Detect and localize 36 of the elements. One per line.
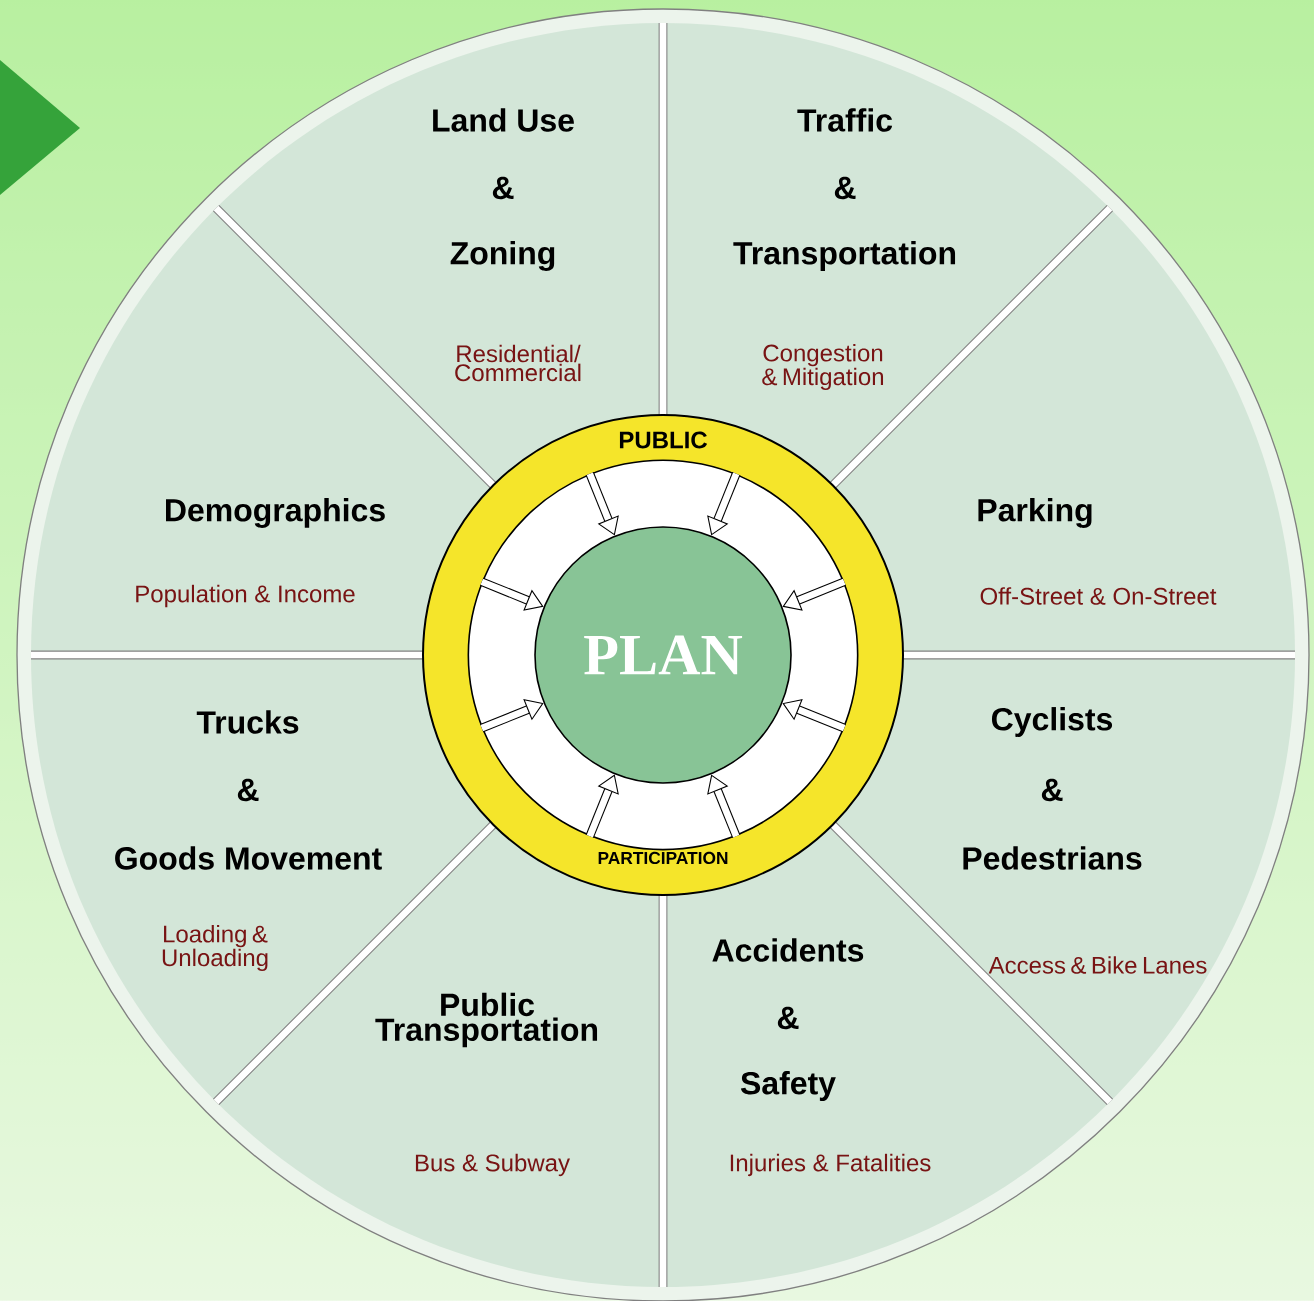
heading: Accidents xyxy=(712,938,864,962)
heading: Zoning xyxy=(450,241,555,271)
arrow xyxy=(585,472,619,536)
subheading: Loading & Unloading xyxy=(162,924,268,971)
heading: Transportation xyxy=(733,241,956,271)
heading: Trucks xyxy=(196,710,299,734)
heading: & xyxy=(834,176,856,200)
heading: Land Use xyxy=(433,108,574,132)
subheading: Bus & Subway xyxy=(415,1153,570,1177)
heading: Goods Movement xyxy=(115,846,382,870)
arrow xyxy=(480,699,544,733)
subheading: Access & Bike Lanes xyxy=(988,956,1207,974)
subheading: Congestion & Mitigation xyxy=(762,343,883,390)
arrow xyxy=(480,577,544,611)
subheading: Injuries & Fatalities xyxy=(730,1153,931,1177)
heading: Parking xyxy=(978,498,1092,528)
arrow xyxy=(707,472,741,536)
heading: & xyxy=(777,1006,799,1030)
arrow xyxy=(782,577,846,611)
arrow xyxy=(782,699,846,733)
heading: Demographics xyxy=(166,498,385,528)
heading: Public Transportation xyxy=(375,992,598,1048)
heading: Traffic xyxy=(797,108,893,132)
ring-label: PUBLIC xyxy=(619,431,708,449)
subheading: Population & Income xyxy=(136,584,355,608)
heading: & xyxy=(1041,778,1063,802)
subheading: Off-Street & On-Street xyxy=(980,587,1217,605)
arrow xyxy=(707,774,741,838)
heading: Cyclists xyxy=(991,707,1113,737)
heading: Safety xyxy=(740,1071,836,1101)
heading: Pedestrians xyxy=(963,846,1142,870)
arrow xyxy=(585,774,619,838)
heading: & xyxy=(237,778,259,802)
ring-label: PARTICIPATION xyxy=(598,851,728,865)
heading: & xyxy=(492,176,514,200)
subheading: Residential/ Commercial xyxy=(455,344,581,382)
